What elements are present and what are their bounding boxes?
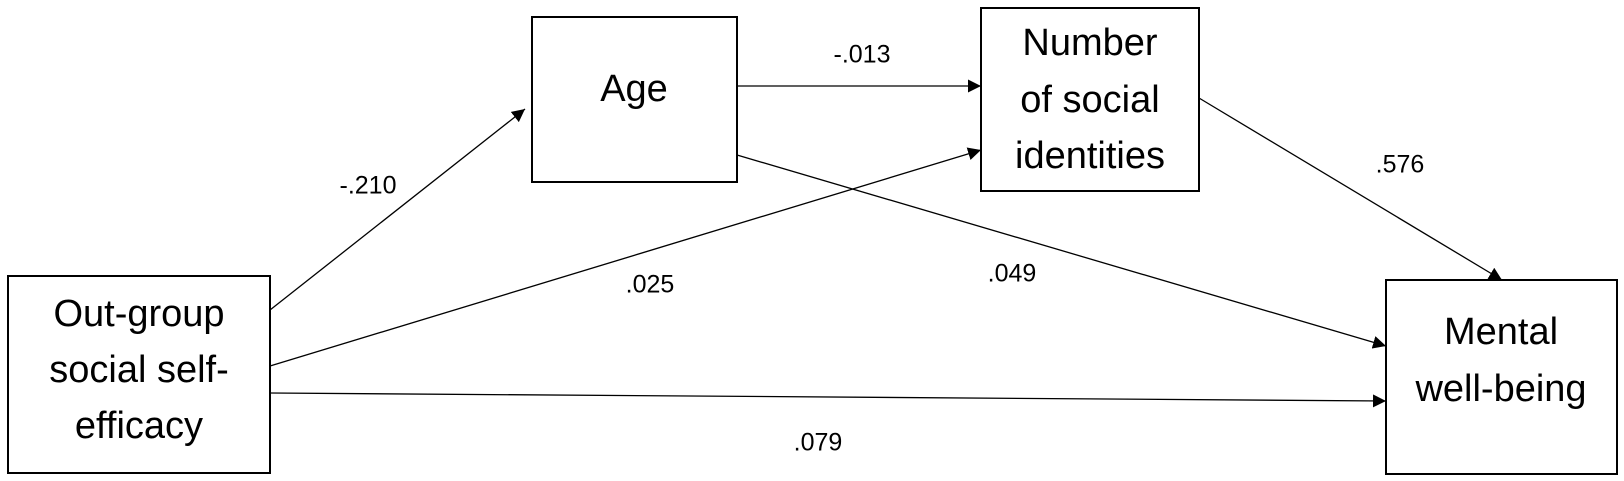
node-mental-wellbeing: Mental well-being bbox=[1385, 279, 1618, 475]
arrow-outgroup-to-identities bbox=[269, 147, 982, 367]
coefficient-identities-to-wellbeing: .576 bbox=[1376, 151, 1425, 179]
arrow-outgroup-to-age bbox=[269, 108, 526, 311]
arrow-age-to-wellbeing bbox=[736, 154, 1387, 349]
node-label-line: Out-group bbox=[53, 293, 224, 335]
node-outgroup-efficacy: Out-group social self- efficacy bbox=[7, 275, 271, 474]
node-box bbox=[1385, 279, 1618, 475]
node-box bbox=[531, 16, 738, 183]
node-label-line: Age bbox=[600, 68, 668, 110]
node-box bbox=[7, 275, 271, 474]
node-social-identities: Number of social identities bbox=[980, 7, 1200, 192]
node-label-line: Mental bbox=[1444, 311, 1558, 353]
arrow-outgroup-to-wellbeing bbox=[269, 392, 1387, 408]
node-label-line: Number bbox=[1022, 22, 1157, 64]
node-box bbox=[980, 7, 1200, 192]
coefficient-outgroup-to-age: -.210 bbox=[340, 172, 397, 200]
node-label-line: of social bbox=[1020, 79, 1159, 121]
path-coefficients: -.210 -.013 .025 .049 .576 .079 bbox=[340, 41, 1425, 457]
path-arrows bbox=[269, 79, 1503, 408]
coefficient-outgroup-to-identities: .025 bbox=[626, 271, 675, 299]
node-label-line: identities bbox=[1015, 135, 1165, 177]
arrow-identities-to-wellbeing bbox=[1198, 97, 1503, 281]
coefficient-age-to-identities: -.013 bbox=[834, 41, 891, 69]
coefficient-age-to-wellbeing: .049 bbox=[988, 260, 1037, 288]
node-age: Age bbox=[531, 16, 738, 183]
coefficient-outgroup-to-wellbeing: .079 bbox=[794, 429, 843, 457]
node-label-line: efficacy bbox=[75, 405, 203, 447]
node-label-line: well-being bbox=[1414, 368, 1586, 410]
node-label-line: social self- bbox=[49, 349, 229, 391]
